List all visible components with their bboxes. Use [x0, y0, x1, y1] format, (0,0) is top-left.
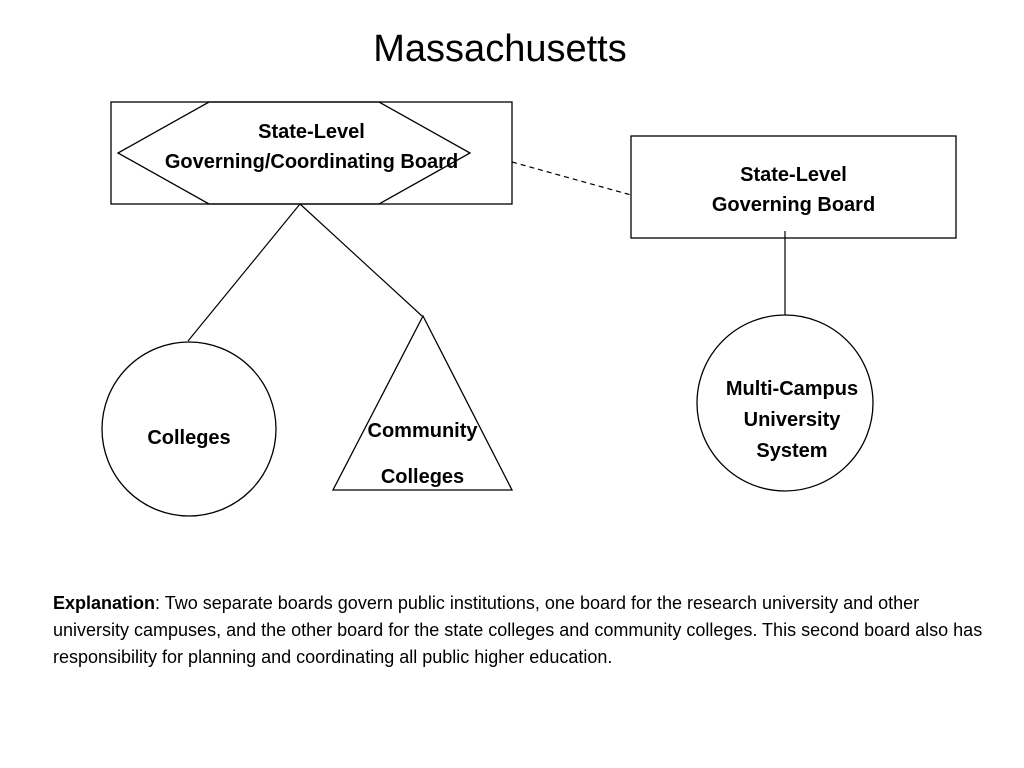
explanation-body: : Two separate boards govern public inst…	[53, 593, 983, 667]
community-colleges-line2: Colleges	[380, 466, 465, 488]
university-system-line3: System	[756, 440, 828, 462]
governing-board-line2: Governing Board	[711, 194, 876, 216]
coordinating-board-label: State-Level Governing/Coordinating Board	[111, 117, 512, 177]
colleges-circle	[101, 341, 277, 517]
university-system-label: Multi-Campus University System	[697, 374, 887, 467]
coordinating-board-line2: Governing/Coordinating Board	[164, 151, 459, 173]
connector-to-community-colleges	[299, 203, 423, 317]
coordinating-board-line1: State-Level	[258, 121, 365, 143]
community-colleges-line1: Community	[367, 420, 478, 442]
connector-to-colleges	[187, 203, 301, 342]
governing-board-line1: State-Level	[740, 164, 847, 186]
colleges-label: Colleges	[147, 427, 231, 449]
governing-board-box	[630, 135, 957, 239]
explanation-text: Explanation: Two separate boards govern …	[53, 590, 983, 671]
coordinating-board-hexagon	[116, 101, 472, 205]
board-dashed-link	[511, 161, 632, 196]
community-colleges-label: Community Colleges	[333, 408, 512, 500]
explanation-heading: Explanation	[53, 593, 156, 613]
community-colleges-triangle	[331, 314, 514, 491]
university-system-line2: University	[743, 409, 841, 431]
university-system-line1: Multi-Campus	[725, 378, 859, 400]
governing-board-label: State-Level Governing Board	[631, 160, 956, 220]
university-system-circle	[696, 314, 874, 492]
page-title: Massachusetts	[373, 28, 627, 70]
